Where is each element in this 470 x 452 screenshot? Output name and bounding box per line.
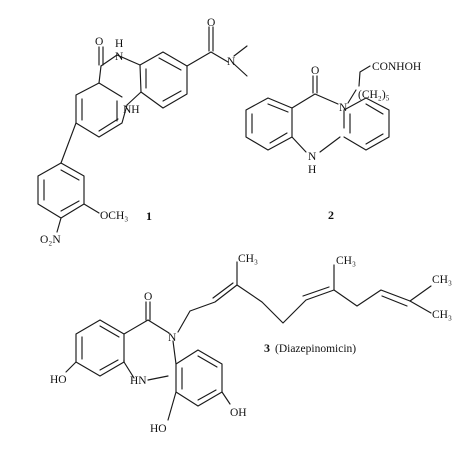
compound-3-hydroxyl-bottom: HO — [150, 423, 167, 435]
compound-1-nh-top-h: H — [115, 38, 123, 50]
compound-3-methyl-2: CH₃ — [336, 255, 356, 267]
compound-3-ring-nitrogen: N — [168, 332, 177, 344]
compound-3-hydroxyl-right: OH — [230, 407, 247, 419]
compound-3-structure — [65, 261, 432, 421]
compound-2-carbonyl-oxygen: O — [311, 65, 319, 77]
compound-2-nh-hydrogen: H — [308, 164, 316, 176]
compound-2-label: 2 — [328, 208, 334, 222]
compound-3-name: (Diazepinomicin) — [275, 343, 356, 355]
compound-1-nh-bottom: NH — [123, 104, 140, 116]
compound-2-nh-nitrogen: N — [308, 151, 317, 163]
compound-1-structure — [37, 26, 248, 233]
compound-1-nitro-group: O₂N — [40, 234, 61, 246]
compound-2-structure — [245, 65, 390, 153]
compound-1-amide-oxygen: O — [207, 17, 215, 29]
compound-3-carbonyl-oxygen: O — [144, 291, 152, 303]
compound-2-hydroxamic-acid: CONHOH — [372, 61, 421, 73]
compound-2-ring-nitrogen: N — [339, 102, 348, 114]
compound-3-methyl-1: CH₃ — [238, 253, 258, 265]
compound-1-carbonyl-oxygen: O — [95, 36, 103, 48]
compound-3-hydroxyl-left: HO — [50, 374, 67, 386]
compound-3-label: 3 — [264, 341, 270, 355]
compound-2-hexyl-chain: (CH₂)₅ — [358, 89, 390, 101]
compound-3-methyl-3: CH₃ — [432, 274, 452, 286]
compound-1-label: 1 — [146, 209, 152, 223]
compound-1-amide-nitrogen: N — [227, 56, 236, 68]
compound-3-amine-hn: HN — [130, 375, 147, 387]
compound-1-nh-top-n: N — [115, 51, 124, 63]
compound-3-methyl-4: CH₃ — [432, 309, 452, 321]
compound-1-methoxy-group: OCH₃ — [100, 210, 128, 222]
